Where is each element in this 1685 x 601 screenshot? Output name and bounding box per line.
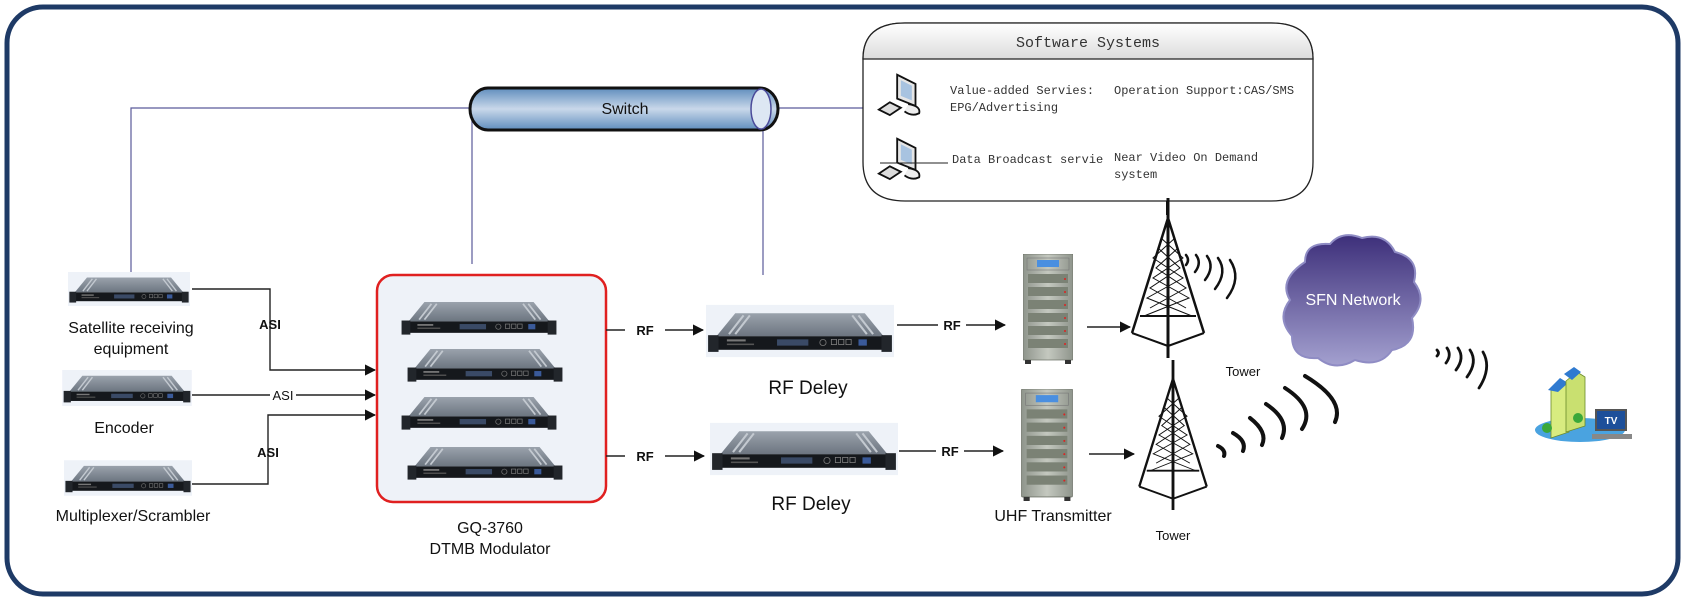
source-label: Multiplexer/Scrambler bbox=[56, 508, 211, 525]
source-multiplexer-scrambler[interactable]: Multiplexer/Scrambler bbox=[56, 460, 211, 525]
rf-delay-label: RF Deley bbox=[768, 378, 848, 399]
rf-delay-1[interactable]: RF Deley bbox=[706, 303, 894, 399]
tv-label: TV bbox=[1605, 416, 1618, 427]
radio-waves-icon bbox=[1216, 374, 1339, 458]
software-systems-title: Software Systems bbox=[1016, 35, 1160, 52]
tower-label: Tower bbox=[1156, 528, 1191, 543]
modulator-unit-icon bbox=[398, 390, 560, 434]
rack-device-icon bbox=[710, 421, 898, 477]
modulator-model: GQ-3760 bbox=[457, 520, 523, 537]
sfn-network-label: SFN Network bbox=[1305, 292, 1401, 309]
switch-label: Switch bbox=[601, 101, 648, 118]
source-encoder[interactable]: Encoder bbox=[62, 370, 192, 437]
source-label: Encoder bbox=[94, 420, 154, 437]
software-item-left: Data Broadcast servie bbox=[952, 153, 1103, 167]
radio-waves-icon bbox=[1184, 253, 1237, 300]
rf-delay-label: RF Deley bbox=[771, 494, 851, 515]
rf-label: RF bbox=[941, 444, 958, 459]
software-item-right: Near Video On Demand bbox=[1114, 151, 1258, 165]
tv-icon bbox=[1595, 409, 1627, 431]
rf-links-transmitter: RF RF bbox=[897, 318, 1007, 459]
software-item-left: Value-added Servies: bbox=[950, 84, 1094, 98]
modulator-unit-icon bbox=[398, 295, 560, 339]
uhf-transmitter-icon[interactable] bbox=[1023, 254, 1073, 364]
tower-label: Tower bbox=[1226, 364, 1261, 379]
home-receiver[interactable]: TV bbox=[1535, 367, 1632, 442]
asi-links: ASI ASI ASI bbox=[192, 288, 377, 485]
rf-links-modulator: RF RF bbox=[606, 323, 706, 464]
rack-device-icon bbox=[62, 370, 192, 406]
source-satellite-receiver[interactable]: Satellite receiving equipment bbox=[68, 272, 194, 358]
radio-waves-icon bbox=[1435, 346, 1489, 390]
modulator-unit-icon bbox=[404, 342, 566, 386]
asi-label: ASI bbox=[257, 445, 279, 460]
rf-label: RF bbox=[636, 449, 653, 464]
rack-device-icon bbox=[68, 272, 190, 306]
sfn-network-cloud[interactable]: SFN Network bbox=[1282, 234, 1422, 367]
network-links bbox=[130, 107, 863, 275]
rf-delay-2[interactable]: RF Deley bbox=[710, 421, 898, 515]
rack-device-icon bbox=[706, 303, 894, 359]
switch[interactable]: Switch bbox=[468, 86, 780, 132]
uhf-transmitter-label: UHF Transmitter bbox=[994, 508, 1112, 525]
rack-device-icon bbox=[64, 460, 192, 496]
software-item-right-line2: system bbox=[1114, 168, 1157, 182]
dtmb-modulator[interactable]: GQ-3760 DTMB Modulator bbox=[375, 273, 608, 558]
software-item-right: Operation Support:CAS/SMS bbox=[1114, 84, 1294, 98]
uhf-transmitter-icon[interactable] bbox=[1021, 389, 1073, 501]
modulator-name: DTMB Modulator bbox=[430, 541, 552, 558]
asi-label: ASI bbox=[259, 317, 281, 332]
modulator-unit-icon bbox=[404, 440, 566, 484]
software-item-left-line2: EPG/Advertising bbox=[950, 101, 1058, 115]
source-label: Satellite receiving bbox=[68, 320, 193, 337]
source-label-line2: equipment bbox=[94, 341, 169, 358]
software-systems-panel: Software Systems Value-added Servies: EP… bbox=[862, 22, 1314, 202]
asi-label: ASI bbox=[273, 388, 294, 403]
rf-label: RF bbox=[636, 323, 653, 338]
rf-label: RF bbox=[943, 318, 960, 333]
